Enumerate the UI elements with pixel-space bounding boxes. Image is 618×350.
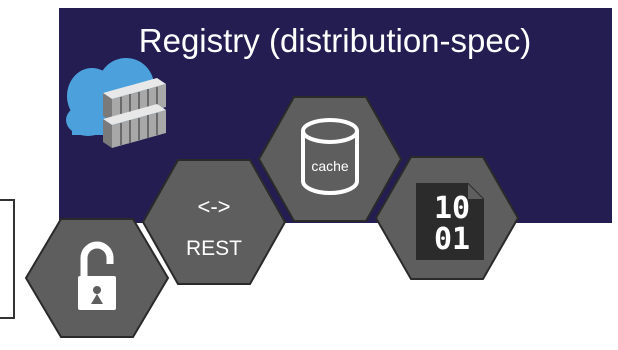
panel-title: Registry (distribution-spec) — [139, 22, 531, 59]
rest-label: REST — [186, 237, 242, 260]
hexagon-rest — [141, 159, 287, 285]
shipping-container-bottom — [103, 104, 166, 148]
left-edge-bracket — [0, 199, 15, 319]
cloud-registry-icon — [66, 58, 166, 148]
cache-label: cache — [311, 158, 349, 174]
shipping-container-top — [103, 78, 166, 122]
rest-api-icon: <-> REST — [186, 194, 242, 260]
hexagon-cache — [257, 96, 403, 222]
binary-line-2: 01 — [434, 222, 470, 257]
database-cylinder-icon: cache — [301, 118, 359, 195]
binary-file-icon: 10 01 — [416, 183, 484, 260]
binary-line-1: 10 — [434, 191, 470, 226]
open-padlock-icon — [78, 241, 116, 310]
rest-arrow-label: <-> — [197, 194, 230, 219]
